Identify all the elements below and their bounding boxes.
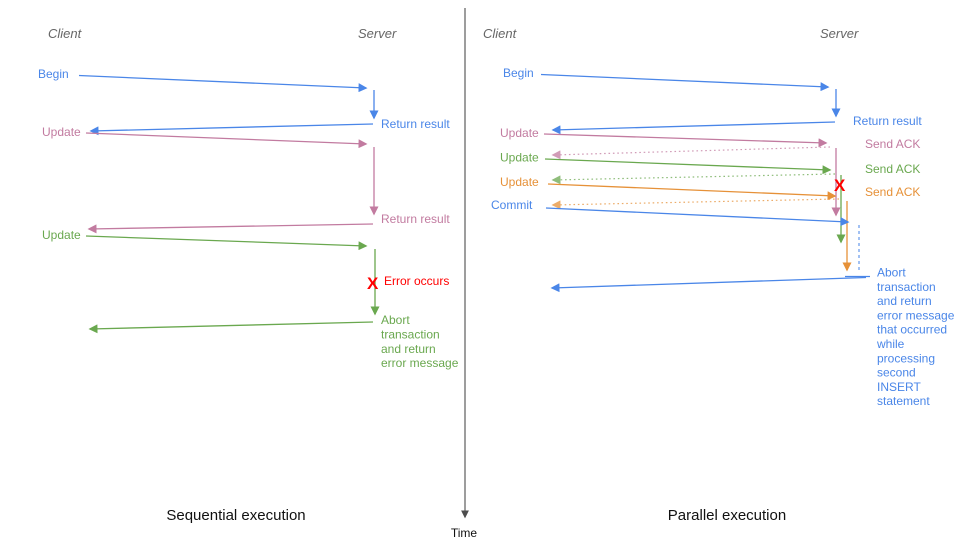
right-abort-line: error message	[877, 308, 955, 322]
right-begin-arrow	[540, 73, 830, 92]
left-error-label: Error occurs	[384, 274, 449, 288]
left-abort-line: Abort	[381, 313, 410, 327]
left-abort-line: error message	[381, 356, 459, 370]
left-caption: Sequential execution	[166, 507, 305, 524]
time-axis-label: Time	[451, 526, 478, 540]
right-abort-text: Abort transaction and return error messa…	[876, 266, 955, 409]
right-commit-label: Commit	[491, 198, 533, 212]
right-error-x-icon: X	[834, 176, 846, 195]
left-abort-line: and return	[381, 342, 436, 356]
left-return-result-2-label: Return result	[381, 212, 450, 226]
right-abort-line: while	[876, 337, 905, 351]
right-abort-line: and return	[877, 294, 932, 308]
right-ack-3-arrow	[551, 198, 840, 210]
right-client-header: Client	[483, 26, 518, 41]
sequential-panel: Client Server Begin Return result Update…	[38, 26, 459, 524]
left-update-1-label: Update	[42, 125, 81, 139]
right-ack-1-label: Send ACK	[865, 137, 920, 151]
right-begin-label: Begin	[503, 66, 534, 80]
right-update-3-arrow	[547, 183, 837, 201]
right-commit-arrow	[545, 207, 850, 227]
left-update-2-arrow	[85, 235, 368, 251]
left-update-1-arrow	[85, 132, 368, 149]
right-caption: Parallel execution	[668, 507, 786, 524]
right-update-1-label: Update	[500, 126, 539, 140]
right-update-1-arrow	[543, 133, 828, 148]
left-begin-label: Begin	[38, 67, 69, 81]
right-update-3-label: Update	[500, 175, 539, 189]
left-abort-text: Abort transaction and return error messa…	[381, 313, 459, 370]
right-abort-line: processing	[877, 351, 935, 365]
left-abort-line: transaction	[381, 327, 440, 341]
right-abort-line: Abort	[877, 266, 906, 280]
right-abort-line: that occurred	[877, 323, 947, 337]
right-abort-line: statement	[877, 394, 930, 408]
right-return-result-label: Return result	[853, 114, 922, 128]
right-return-arrow	[551, 121, 836, 135]
left-abort-arrow	[88, 321, 374, 334]
left-return-result-1-label: Return result	[381, 117, 450, 131]
left-return-arrow-1	[89, 123, 374, 136]
left-begin-arrow	[78, 74, 368, 93]
left-client-header: Client	[48, 26, 83, 41]
right-ack-2-arrow	[551, 173, 836, 185]
left-error-x-icon: X	[367, 274, 379, 293]
right-ack-3-label: Send ACK	[865, 185, 920, 199]
left-server-header: Server	[358, 26, 397, 41]
right-abort-line: transaction	[877, 280, 936, 294]
parallel-panel: Client Server Begin Return result Update…	[483, 26, 955, 524]
right-abort-arrow	[550, 276, 867, 293]
right-ack-1-arrow	[551, 146, 831, 160]
left-update-2-label: Update	[42, 228, 81, 242]
right-abort-line: INSERT	[877, 380, 921, 394]
right-update-2-arrow	[544, 158, 832, 175]
right-update-2-label: Update	[500, 151, 539, 165]
right-abort-line: second	[877, 366, 916, 380]
left-return-arrow-2	[87, 223, 374, 234]
right-server-header: Server	[820, 26, 859, 41]
right-ack-2-label: Send ACK	[865, 162, 920, 176]
